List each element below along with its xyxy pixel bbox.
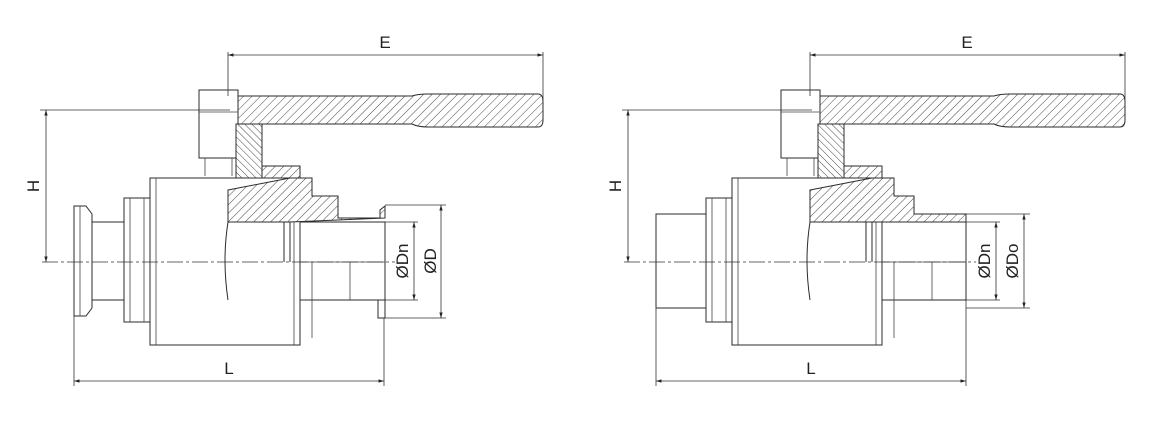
right-ferrule <box>377 299 386 319</box>
body-section-top <box>809 177 967 223</box>
left-hex-nut <box>705 197 733 323</box>
left-clamp-ferrule <box>73 205 93 317</box>
dim-h-label: H <box>24 180 43 192</box>
dim-dn-label: ØDn <box>393 244 412 279</box>
left-hex-nut <box>123 197 151 323</box>
dim-dn-label: ØDn <box>975 244 994 279</box>
dim-d-label: ØD <box>421 248 440 274</box>
dim-l-label: L <box>224 359 233 378</box>
right-tube <box>881 221 967 301</box>
handle-lever <box>235 93 544 128</box>
stem-cap <box>198 89 239 159</box>
left-tube <box>91 221 125 301</box>
stem-cap <box>780 89 821 159</box>
dim-h-label: H <box>606 180 625 192</box>
dim-e-label: E <box>379 33 390 52</box>
left-weld-tube <box>655 213 707 309</box>
right-tube <box>299 221 386 301</box>
handle-lever <box>817 93 1126 128</box>
dim-e-label: E <box>961 33 972 52</box>
right-valve-view: E H L ØDn ØDo <box>606 33 1126 386</box>
dim-do-label: ØDo <box>1003 244 1022 279</box>
dim-l-label: L <box>806 359 815 378</box>
left-valve-view: E H L ØDn ØD <box>24 33 544 386</box>
